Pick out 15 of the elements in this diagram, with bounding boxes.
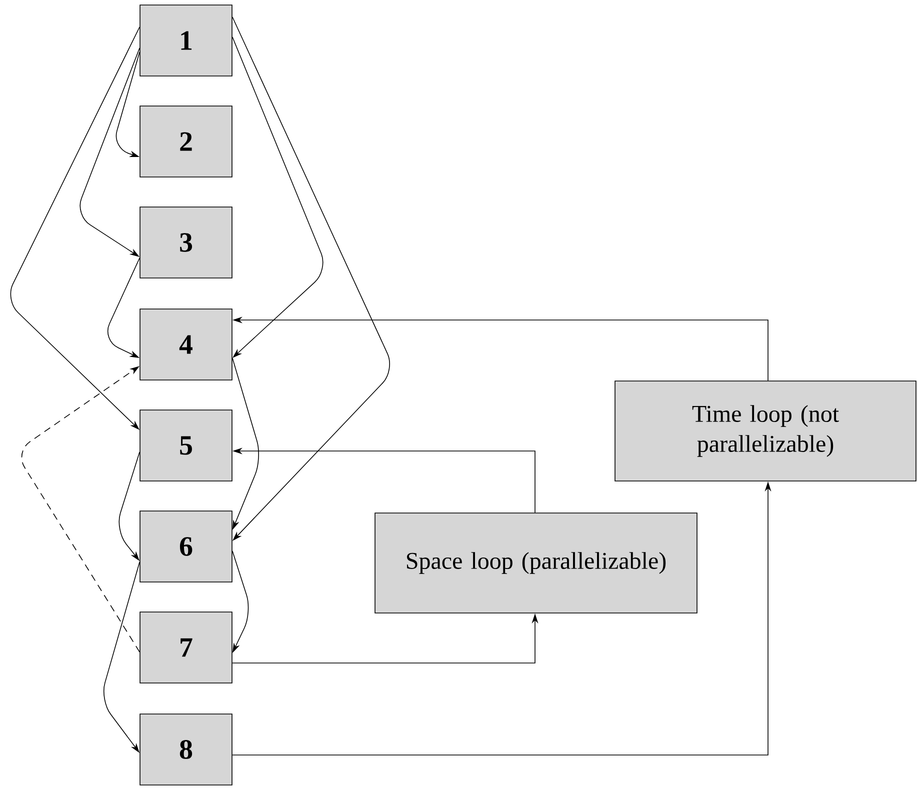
- arrow: [21, 366, 140, 652]
- arrow: [107, 258, 140, 358]
- loop-box: Space loop (parallelizable): [374, 512, 698, 614]
- arrow: [232, 36, 324, 358]
- step-box: 2: [140, 106, 232, 178]
- step-box: 4: [140, 308, 232, 380]
- arrow: [80, 48, 140, 257]
- step-box: 1: [140, 4, 232, 76]
- loop-box: Time loop (not parallelizable): [614, 380, 916, 482]
- step-box: 5: [140, 410, 232, 482]
- step-box: 3: [140, 206, 232, 278]
- step-box: 6: [140, 510, 232, 582]
- step-box: 8: [140, 714, 232, 786]
- arrow: [116, 52, 140, 157]
- step-box: 7: [140, 612, 232, 684]
